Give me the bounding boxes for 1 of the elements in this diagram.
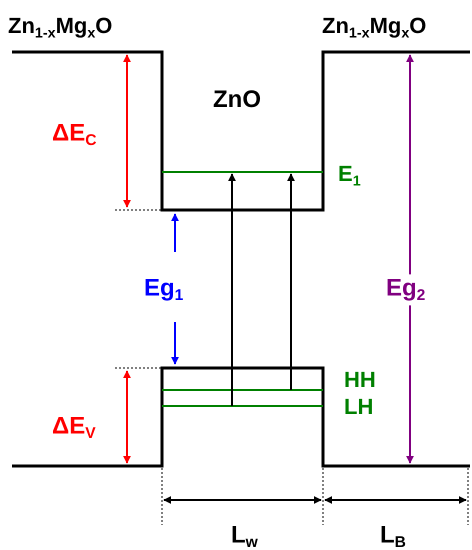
gap-label: Eg$_{2}$ xyxy=(386,274,426,306)
